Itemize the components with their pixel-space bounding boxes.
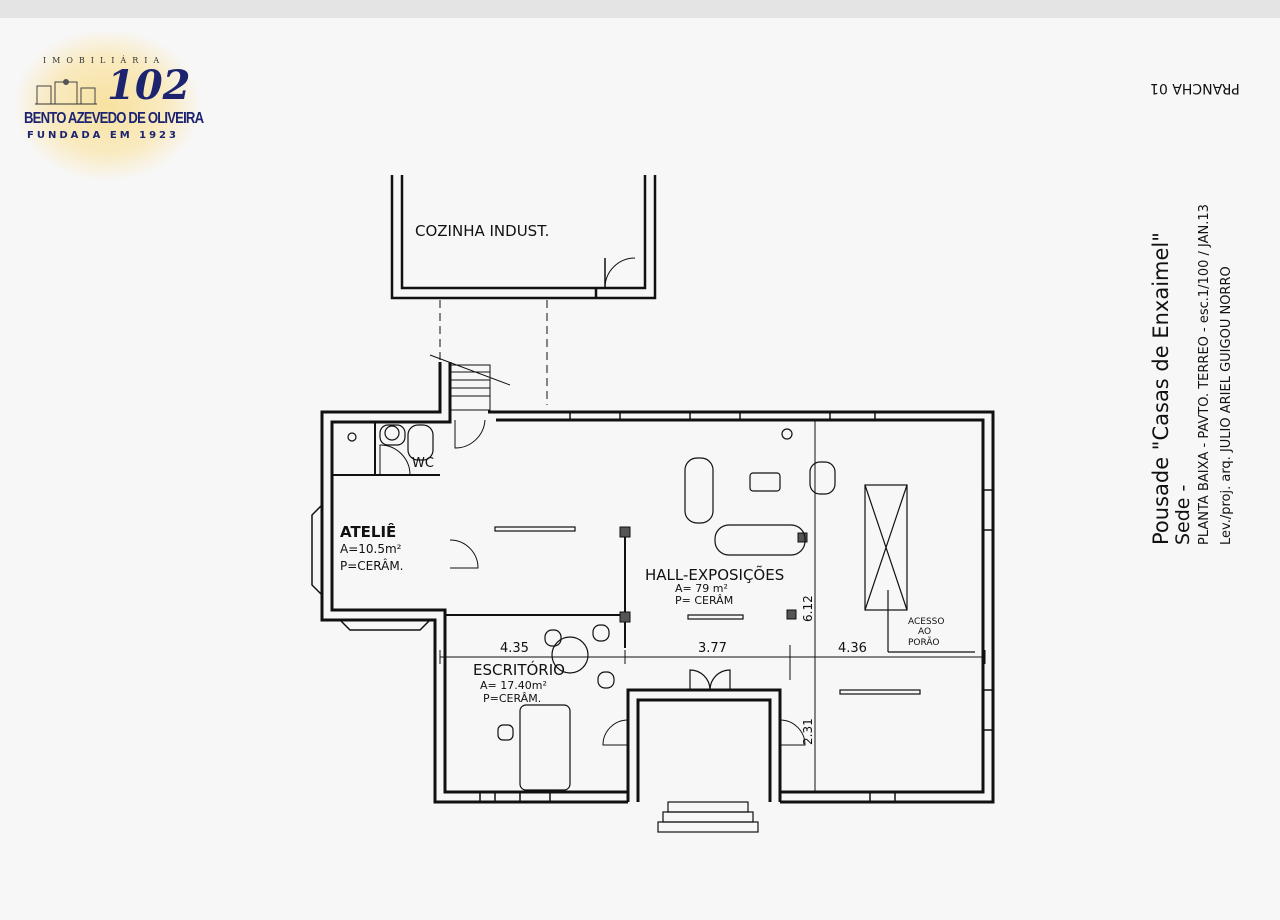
dimension-vertical-1: 6.12 <box>801 595 815 622</box>
title-block: Pousade "Casas de Enxaimel" Sede - PLANT… <box>1149 204 1238 545</box>
basement-access-line1: ACESSO <box>908 617 944 627</box>
wc-label: WC <box>412 456 434 471</box>
dimension-vertical-2: 2.31 <box>801 718 815 745</box>
office-floor: P=CERÂM. <box>483 692 541 705</box>
atelier-label: ATELIÊ <box>340 522 396 541</box>
kitchen-walls <box>390 175 657 300</box>
logo-number: 102 <box>107 62 191 109</box>
covered-walkway <box>439 300 548 405</box>
kitchen-label: COZINHA INDUST. <box>415 222 549 240</box>
sheet-number: PRANCHA 01 <box>1150 80 1240 96</box>
basement-access-line2: AO <box>918 627 931 637</box>
author: Lev./proj. arq. JULIO ARIEL GUIGOU NORRO <box>1219 266 1234 545</box>
project-subtitle: Sede - <box>1172 484 1194 545</box>
sheet-description: PLANTA BAIXA - PAVTO. TERREO - esc.1/100… <box>1197 204 1212 545</box>
entrance-steps <box>657 669 759 833</box>
hall-floor: P= CERÂM <box>675 594 733 607</box>
logo-name: BENTO AZEVEDO DE OLIVEIRA <box>24 110 204 127</box>
logo-top-line: IMOBILIÁRIA <box>43 56 166 65</box>
hall-label: HALL-EXPOSIÇÕES <box>645 565 784 584</box>
stair <box>429 354 511 411</box>
logo-founded: FUNDADA EM 1923 <box>27 130 179 141</box>
scan-top-edge <box>0 0 1280 18</box>
doors <box>379 419 806 746</box>
interior-walls <box>332 420 816 792</box>
dimension-lines <box>439 645 986 680</box>
office-area: A= 17.40m² <box>480 679 547 692</box>
company-logo: IMOBILIÁRIA 102 BENTO AZEVEDO DE OLIVEIR… <box>15 30 204 180</box>
dimension-3: 4.36 <box>838 641 867 656</box>
dimension-1: 4.35 <box>500 641 529 656</box>
building-icon <box>35 79 97 105</box>
project-title: Pousade "Casas de Enxaimel" <box>1149 232 1173 545</box>
dimension-2: 3.77 <box>698 641 727 656</box>
basement-access-line3: PORÃO <box>908 637 939 648</box>
drawing-sheet <box>0 18 1280 920</box>
furniture <box>347 424 975 791</box>
hall-area: A= 79 m² <box>675 582 728 595</box>
atelier-area: A=10.5m² <box>340 542 402 556</box>
columns <box>619 526 808 623</box>
windows <box>311 411 994 803</box>
office-label: ESCRITÓRIO <box>473 660 565 679</box>
atelier-floor: P=CERÂM. <box>340 558 403 573</box>
